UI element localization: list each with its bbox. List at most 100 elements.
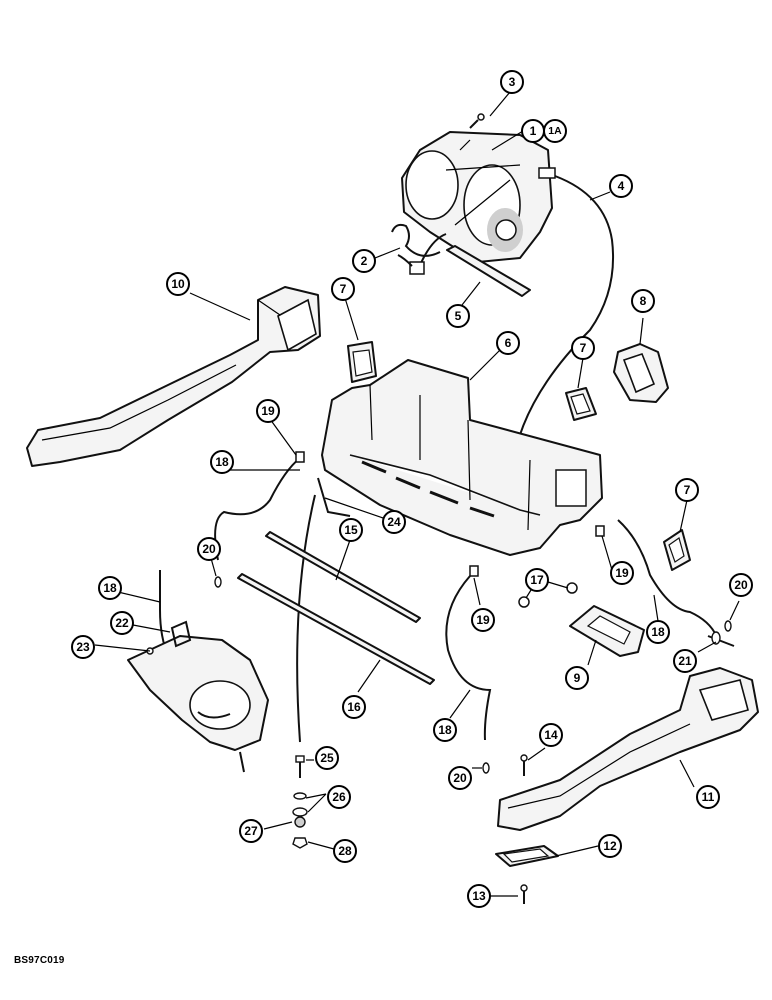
elbow-part-19-center xyxy=(469,565,479,577)
screw-part-13 xyxy=(520,884,528,904)
svg-text:18: 18 xyxy=(215,455,229,469)
callout-22: 22 xyxy=(110,611,134,635)
seal-strip-part-15 xyxy=(265,531,421,623)
svg-text:18: 18 xyxy=(103,581,117,595)
callout-19-left: 19 xyxy=(256,399,280,423)
drain-hose-part-18-right xyxy=(617,519,719,641)
grille-part-12 xyxy=(495,845,559,867)
svg-text:18: 18 xyxy=(438,723,452,737)
callout-26: 26 xyxy=(327,785,351,809)
callout-2: 2 xyxy=(352,249,376,273)
svg-text:25: 25 xyxy=(320,751,334,765)
svg-text:1A: 1A xyxy=(548,125,562,137)
svg-text:3: 3 xyxy=(509,75,516,89)
callout-19-right: 19 xyxy=(610,561,634,585)
callout-25: 25 xyxy=(315,746,339,770)
callout-16: 16 xyxy=(342,695,366,719)
callout-1: 1 xyxy=(521,119,545,143)
frame-part-9 xyxy=(569,605,645,657)
svg-text:24: 24 xyxy=(387,515,401,529)
callout-3: 3 xyxy=(500,70,524,94)
figure-reference-code: BS97C019 xyxy=(14,955,65,966)
svg-text:20: 20 xyxy=(734,578,748,592)
callout-18-upper-left: 18 xyxy=(210,450,234,474)
svg-text:7: 7 xyxy=(580,341,587,355)
gasket-part-7-left xyxy=(347,341,377,383)
svg-text:20: 20 xyxy=(202,542,216,556)
svg-text:16: 16 xyxy=(347,700,361,714)
svg-text:14: 14 xyxy=(544,728,558,742)
callout-20-left: 20 xyxy=(197,537,221,561)
drain-hose-part-18-upper-left xyxy=(214,457,301,561)
svg-text:7: 7 xyxy=(340,282,347,296)
callout-7-right: 7 xyxy=(675,478,699,502)
svg-text:26: 26 xyxy=(332,790,346,804)
svg-text:1: 1 xyxy=(530,124,537,138)
callout-14: 14 xyxy=(539,723,563,747)
hardware-stack-25-28 xyxy=(292,755,308,849)
callout-18-lower-left: 18 xyxy=(98,576,122,600)
housing-part-6 xyxy=(321,359,603,556)
svg-text:15: 15 xyxy=(344,523,358,537)
screw-part-14 xyxy=(520,754,528,776)
callout-1a: 1A xyxy=(543,119,567,143)
elbow-part-19-left xyxy=(295,451,305,463)
seal-strip-part-16 xyxy=(237,573,435,685)
callout-17: 17 xyxy=(525,568,549,592)
callout-12: 12 xyxy=(598,834,622,858)
resistor-part-2 xyxy=(391,223,447,275)
right-duct-part-11 xyxy=(497,667,759,831)
svg-text:7: 7 xyxy=(684,483,691,497)
callout-13: 13 xyxy=(467,884,491,908)
svg-text:19: 19 xyxy=(476,613,490,627)
callout-8: 8 xyxy=(631,289,655,313)
nuts-part-17 xyxy=(518,582,578,608)
callout-10: 10 xyxy=(166,272,190,296)
callout-18-middle: 18 xyxy=(433,718,457,742)
svg-text:18: 18 xyxy=(651,625,665,639)
left-duct-part-10 xyxy=(26,286,321,467)
callout-24: 24 xyxy=(382,510,406,534)
fitting-part-21 xyxy=(707,631,735,647)
svg-text:9: 9 xyxy=(574,671,581,685)
callout-6: 6 xyxy=(496,331,520,355)
svg-text:20: 20 xyxy=(453,771,467,785)
svg-text:8: 8 xyxy=(640,294,647,308)
callout-11: 11 xyxy=(696,785,720,809)
svg-text:10: 10 xyxy=(171,277,185,291)
callout-28: 28 xyxy=(333,839,357,863)
svg-text:23: 23 xyxy=(76,640,90,654)
svg-text:11: 11 xyxy=(702,790,715,804)
svg-text:28: 28 xyxy=(338,844,352,858)
svg-text:27: 27 xyxy=(244,824,258,838)
callout-20-bottom: 20 xyxy=(448,766,472,790)
svg-text:4: 4 xyxy=(618,179,625,193)
gasket-part-7-right xyxy=(663,529,691,571)
callout-20-right: 20 xyxy=(729,573,753,597)
callout-7-left: 7 xyxy=(331,277,355,301)
outlet-part-8 xyxy=(613,343,669,403)
callout-21: 21 xyxy=(673,649,697,673)
svg-text:21: 21 xyxy=(678,654,692,668)
callout-5: 5 xyxy=(446,304,470,328)
callout-4: 4 xyxy=(609,174,633,198)
callout-27: 27 xyxy=(239,819,263,843)
drain-hose-part-18-middle xyxy=(445,575,492,741)
svg-text:22: 22 xyxy=(115,616,129,630)
callout-18-right: 18 xyxy=(646,620,670,644)
svg-text:13: 13 xyxy=(472,889,486,903)
svg-text:5: 5 xyxy=(455,309,462,323)
svg-text:17: 17 xyxy=(530,573,544,587)
svg-text:19: 19 xyxy=(615,566,629,580)
blower-assembly xyxy=(401,131,553,263)
bracket-part-24 xyxy=(317,477,351,517)
callout-15: 15 xyxy=(339,518,363,542)
gasket-part-7-middle xyxy=(565,387,597,421)
wire-harness-part-4 xyxy=(511,167,615,471)
callout-9: 9 xyxy=(565,666,589,690)
svg-text:19: 19 xyxy=(261,404,275,418)
callout-7-middle: 7 xyxy=(571,336,595,360)
svg-text:2: 2 xyxy=(361,254,368,268)
callout-19-center: 19 xyxy=(471,608,495,632)
callout-23: 23 xyxy=(71,635,95,659)
